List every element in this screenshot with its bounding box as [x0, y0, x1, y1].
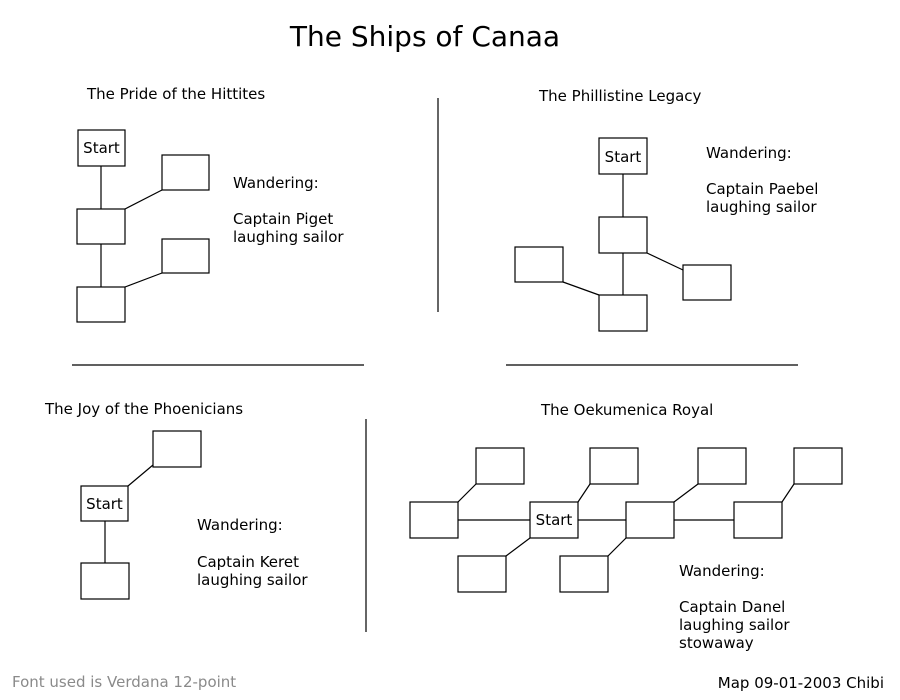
wandering-label: Wandering:: [233, 174, 319, 192]
wanderer-sailor: laughing sailor: [706, 198, 817, 216]
corridor: [124, 272, 163, 288]
wanderer-captain: Captain Paebel: [706, 180, 818, 198]
corridor: [124, 189, 163, 210]
corridor: [607, 537, 627, 557]
start-room: [77, 129, 126, 167]
start-room: [80, 485, 129, 522]
ship-hittites: The Pride of the Hittites Start Wanderin…: [76, 85, 344, 323]
page-title: The Ships of Canaa: [289, 20, 560, 53]
corridor: [781, 483, 795, 503]
room: [76, 208, 126, 245]
corridor: [562, 281, 600, 296]
wandering-label: Wandering:: [197, 516, 283, 534]
wanderer-sailor: laughing sailor: [233, 228, 344, 246]
start-label: Start: [605, 148, 642, 166]
wanderer-captain: Captain Piget: [233, 210, 333, 228]
ship-oekumenica: The Oekumenica Royal Start: [409, 401, 843, 652]
start-label: Start: [83, 139, 120, 157]
room: [152, 430, 202, 468]
wanderer-stowaway: stowaway: [679, 634, 754, 652]
ship-phillistine: The Phillistine Legacy Start Wandering: …: [514, 87, 818, 332]
room: [598, 216, 648, 254]
room: [733, 501, 783, 539]
room: [598, 294, 648, 332]
room: [76, 286, 126, 323]
room: [589, 447, 639, 485]
room: [697, 447, 747, 485]
map-credit: Map 09-01-2003 Chibi: [718, 674, 884, 692]
ship-map: Start: [76, 129, 210, 323]
ship-map: Start: [409, 447, 843, 593]
room: [475, 447, 525, 485]
ship-name: The Pride of the Hittites: [86, 85, 265, 103]
ship-name: The Joy of the Phoenicians: [44, 400, 243, 418]
room: [559, 555, 609, 593]
room: [514, 246, 564, 283]
room: [161, 238, 210, 274]
start-room: [529, 501, 579, 539]
room: [625, 501, 675, 539]
room: [457, 555, 507, 593]
corridor: [673, 483, 699, 503]
room: [409, 501, 459, 539]
wandering-label: Wandering:: [679, 562, 765, 580]
wandering-label: Wandering:: [706, 144, 792, 162]
ship-name: The Oekumenica Royal: [540, 401, 713, 419]
corridor: [577, 483, 591, 503]
wanderer-captain: Captain Danel: [679, 598, 785, 616]
ship-map: Start: [80, 430, 202, 600]
corridor: [127, 464, 154, 487]
corridor: [457, 483, 477, 503]
ship-map: Start: [514, 137, 732, 332]
wanderer-captain: Captain Keret: [197, 553, 299, 571]
room: [682, 264, 732, 301]
start-room: [598, 137, 648, 175]
room: [793, 447, 843, 485]
wanderer-sailor: laughing sailor: [679, 616, 790, 634]
corridor: [505, 537, 531, 557]
font-note: Font used is Verdana 12-point: [12, 673, 236, 691]
ship-name: The Phillistine Legacy: [538, 87, 702, 105]
start-label: Start: [86, 495, 123, 513]
room: [80, 562, 130, 600]
wanderer-sailor: laughing sailor: [197, 571, 308, 589]
corridor: [646, 252, 684, 271]
room: [161, 154, 210, 191]
start-label: Start: [536, 511, 573, 529]
ship-phoenicians: The Joy of the Phoenicians Start Wanderi…: [44, 400, 308, 600]
